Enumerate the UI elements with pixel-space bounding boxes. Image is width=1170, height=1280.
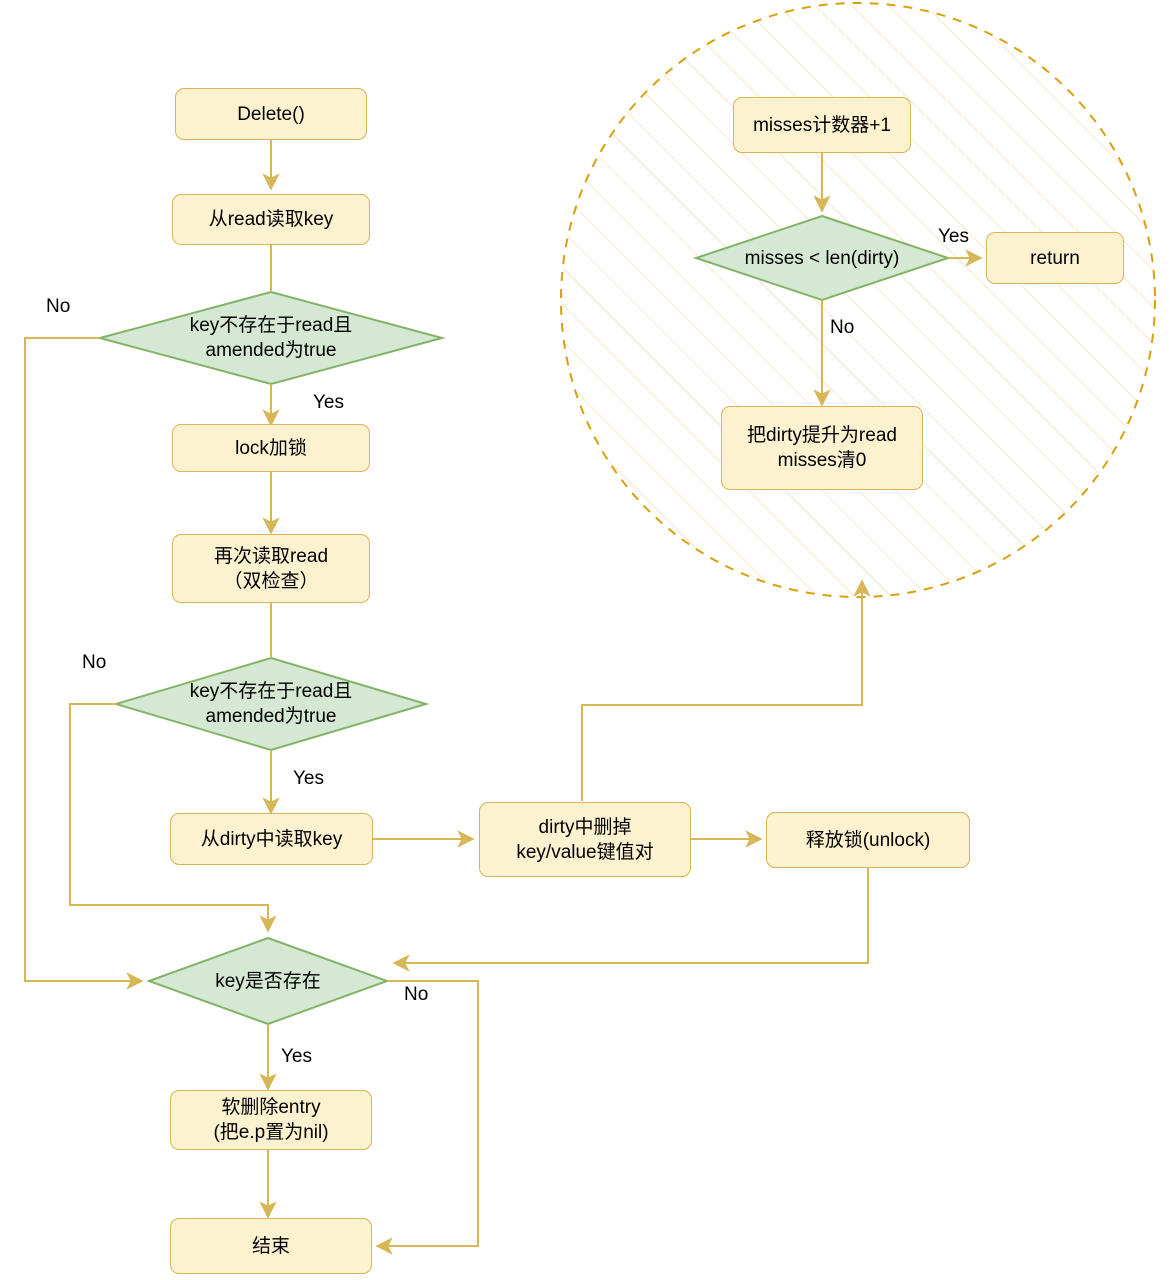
node-soft-delete[interactable]: 软删除entry (把e.p置为nil) <box>170 1090 372 1150</box>
node-misses-increment-label: misses计数器+1 <box>753 114 891 136</box>
node-decision-4[interactable]: misses < len(dirty) <box>712 243 932 273</box>
node-reread-label: 再次读取read （双检查） <box>213 545 329 592</box>
node-unlock[interactable]: 释放锁(unlock) <box>766 812 970 868</box>
edge-label-dec1-yes: Yes <box>313 392 344 413</box>
edge-label-dec4-no: No <box>830 317 855 338</box>
edge-label-dec2-yes: Yes <box>293 768 324 789</box>
node-decision-2-label: key不存在于read且 amended为true <box>189 681 353 727</box>
decision-4-shape <box>692 214 952 302</box>
node-start[interactable]: Delete() <box>175 88 367 140</box>
node-misses-increment[interactable]: misses计数器+1 <box>733 97 911 153</box>
node-reread[interactable]: 再次读取read （双检查） <box>172 534 370 603</box>
edge-label-dec4-yes: Yes <box>938 226 969 247</box>
node-unlock-label: 释放锁(unlock) <box>805 829 931 851</box>
decision-2-shape <box>112 656 430 752</box>
edge-label-dec2-no: No <box>82 652 107 673</box>
node-lock[interactable]: lock加锁 <box>172 424 370 472</box>
edge-unlock-to-dec3 <box>392 868 869 972</box>
node-read-key[interactable]: 从read读取key <box>172 194 370 245</box>
node-lock-label: lock加锁 <box>235 437 307 459</box>
node-decision-1-label: key不存在于read且 amended为true <box>189 315 353 361</box>
node-decision-3[interactable]: key是否存在 <box>168 966 368 996</box>
edge-label-dec1-no: No <box>46 296 71 317</box>
node-decision-3-label: key是否存在 <box>215 970 321 992</box>
node-return-label: return <box>1030 247 1080 269</box>
edge-label-dec3-no: No <box>404 984 429 1005</box>
node-end[interactable]: 结束 <box>170 1218 372 1274</box>
edge-label-dec3-yes: Yes <box>281 1046 312 1067</box>
decision-1-shape <box>96 290 446 386</box>
edge-dirtydel-to-group <box>581 579 871 801</box>
node-decision-1[interactable]: key不存在于read且 amended为true <box>141 308 401 368</box>
node-dirty-delete-label: dirty中删掉 key/value键值对 <box>516 816 654 863</box>
node-decision-2[interactable]: key不存在于read且 amended为true <box>141 674 401 734</box>
decision-3-shape <box>146 936 390 1026</box>
edge-dec3-no-to-end <box>375 980 479 1255</box>
group-circle <box>560 2 1156 598</box>
node-decision-4-label: misses < len(dirty) <box>744 247 900 269</box>
node-return[interactable]: return <box>986 232 1124 284</box>
node-promote-dirty[interactable]: 把dirty提升为read misses清0 <box>721 406 923 490</box>
node-soft-delete-label: 软删除entry (把e.p置为nil) <box>213 1097 329 1143</box>
node-promote-dirty-label: 把dirty提升为read misses清0 <box>747 425 897 471</box>
node-end-label: 结束 <box>251 1235 290 1257</box>
node-start-label: Delete() <box>237 103 305 125</box>
node-dirty-read[interactable]: 从dirty中读取key <box>170 813 373 865</box>
node-dirty-read-label: 从dirty中读取key <box>200 828 343 850</box>
node-dirty-delete[interactable]: dirty中删掉 key/value键值对 <box>479 802 691 877</box>
node-read-key-label: 从read读取key <box>208 209 334 230</box>
